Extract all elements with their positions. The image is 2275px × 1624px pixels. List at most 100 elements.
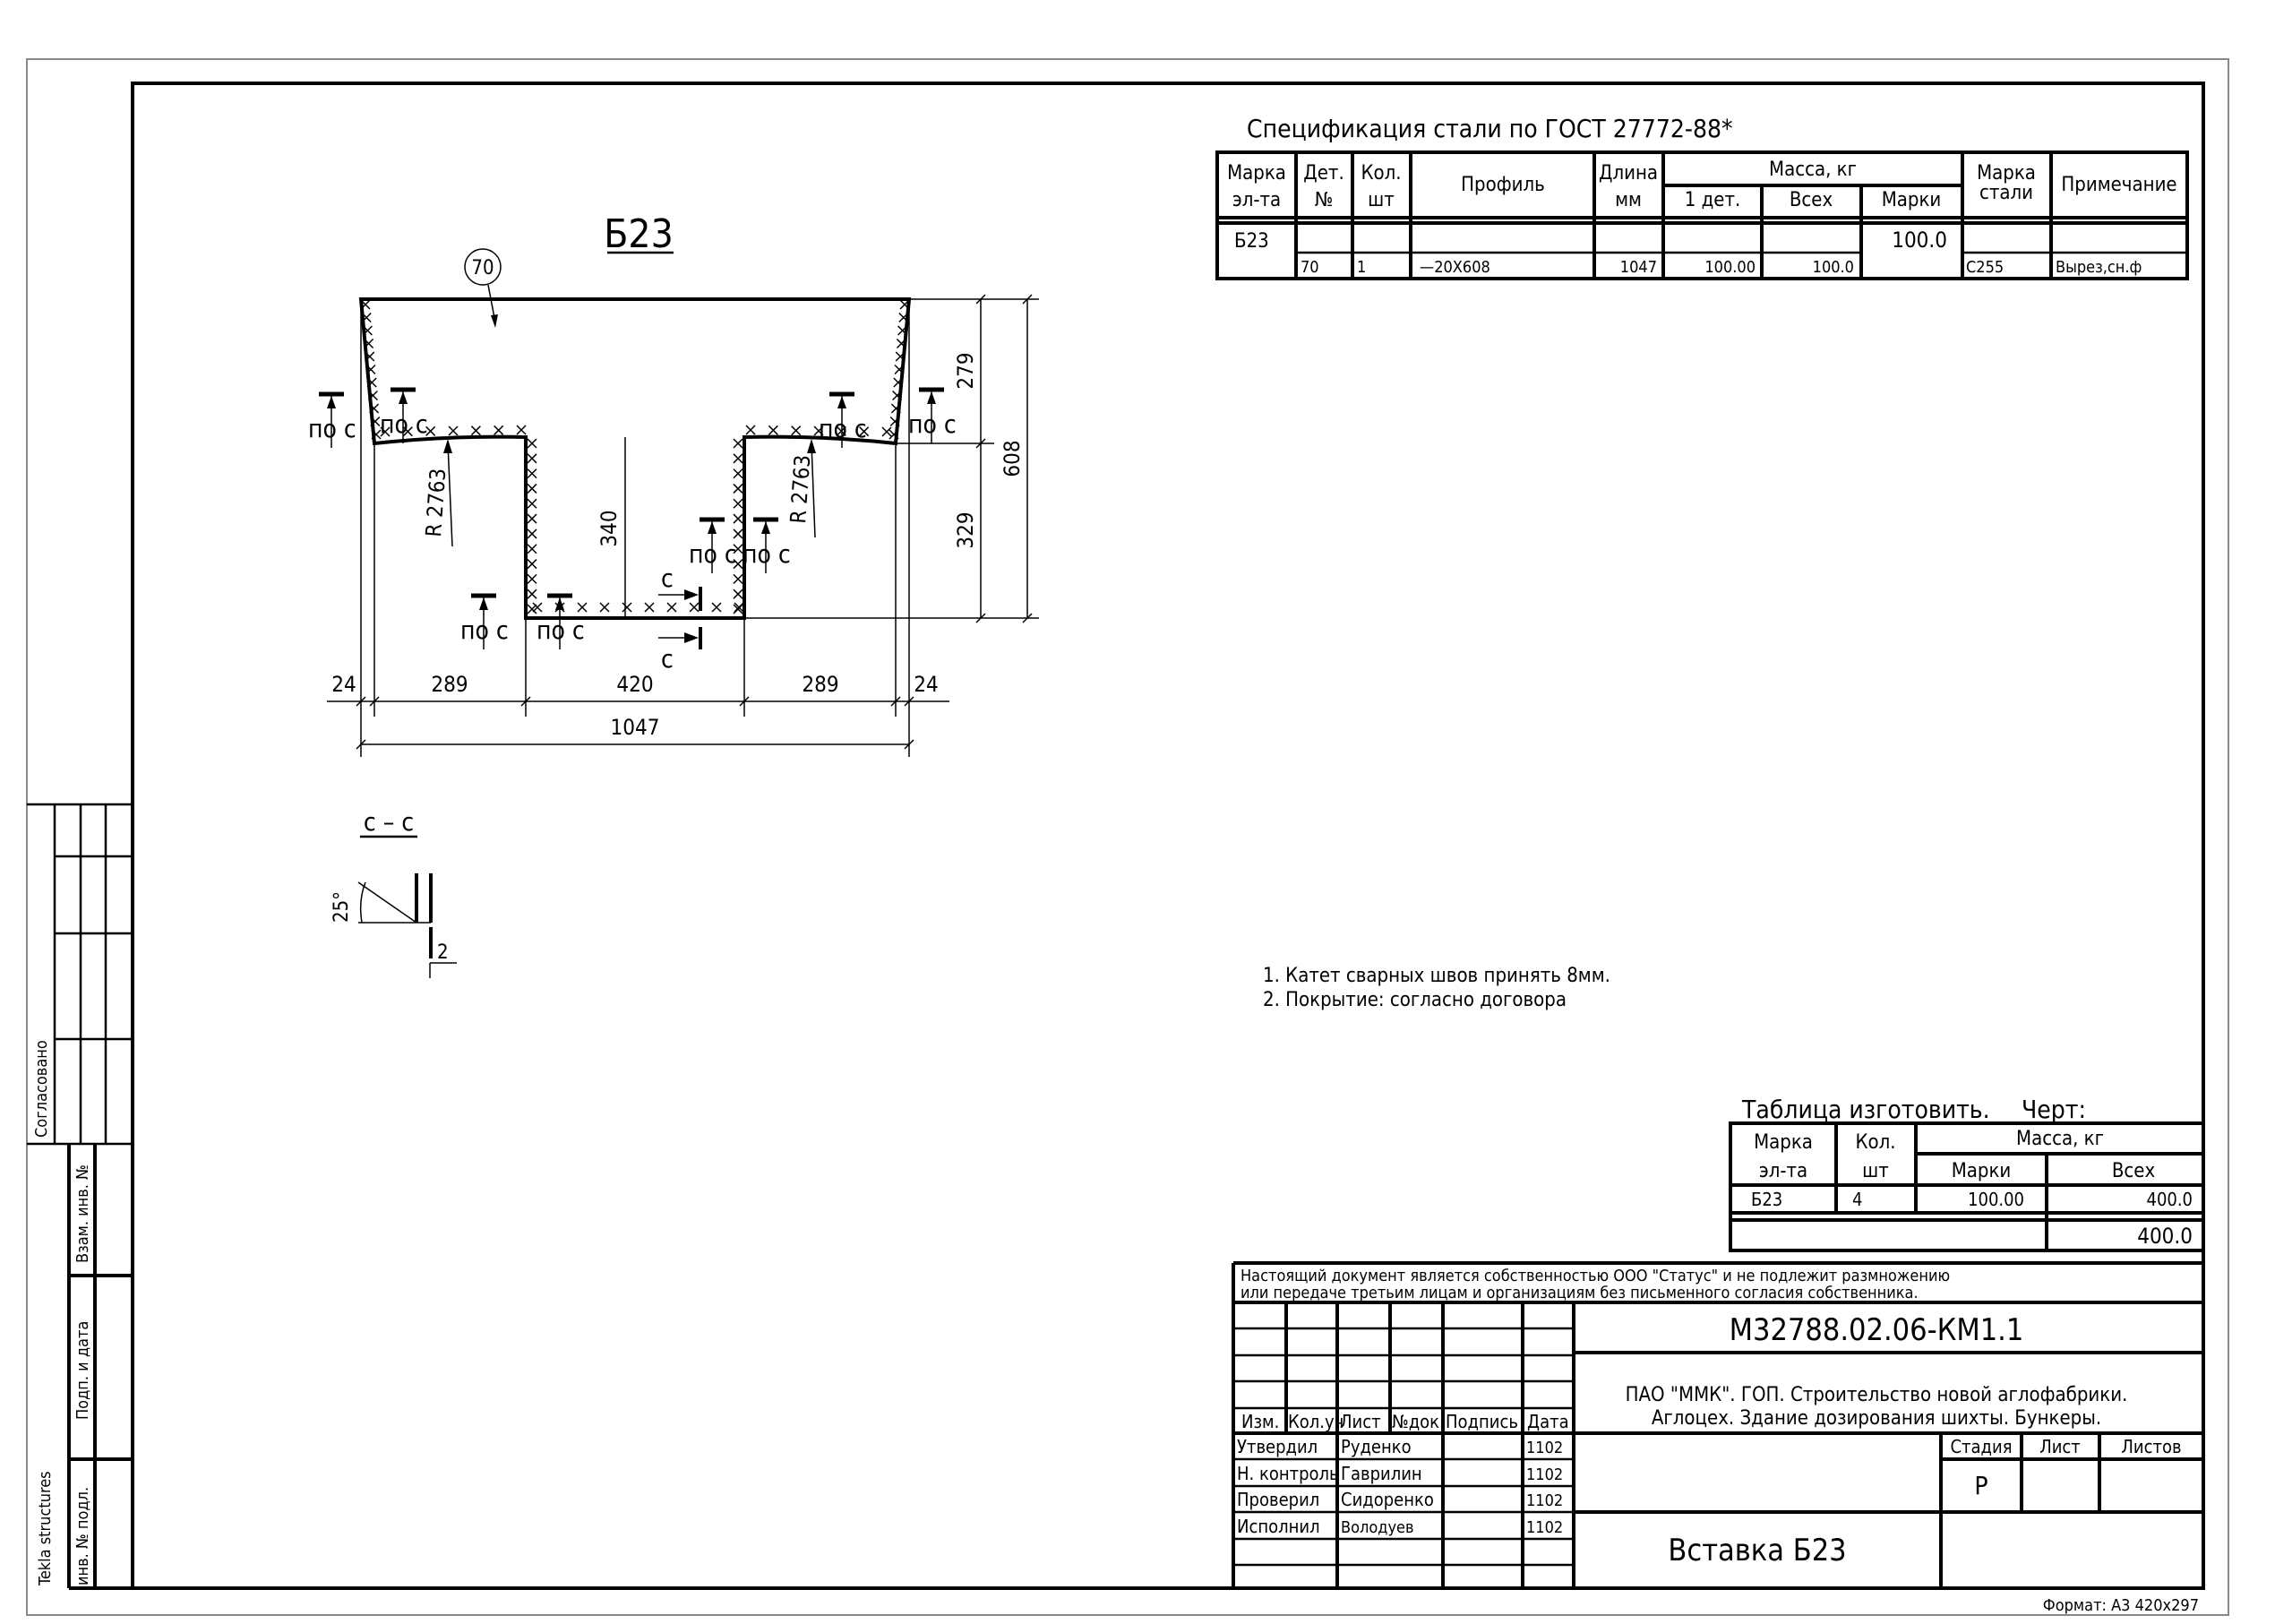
- sheet-outer-border: [26, 58, 2229, 1616]
- part-mass-one: 100.00: [1704, 258, 1756, 277]
- part-length: 1047: [1620, 258, 1657, 277]
- weld-symbol-label: по с: [380, 409, 428, 439]
- weld-x-mark: [894, 364, 905, 375]
- weld-x-mark: [527, 498, 537, 509]
- fab-hdr-mark-2: эл-та: [1759, 1160, 1807, 1182]
- hdr-det-2: №: [1315, 189, 1334, 211]
- inv-orig-label: инв. № подл.: [73, 1487, 92, 1585]
- col-header: Дата: [1527, 1411, 1569, 1432]
- weld-x-mark: [370, 416, 381, 427]
- fab-title: Таблица изготовить.: [1741, 1095, 1990, 1124]
- col-header: Кол.уч: [1288, 1411, 1344, 1432]
- fab-hdr-mass: Масса, кг: [2016, 1128, 2104, 1150]
- fabrication-table: Таблица изготовить. Черт: Марка эл-та Ко…: [1729, 1095, 2205, 1252]
- weld-x-mark: [527, 604, 537, 614]
- hdr-mark-2: эл-та: [1232, 189, 1281, 211]
- hdr-steel-1: Марка: [1977, 162, 2036, 185]
- sig-role: Утвердил: [1237, 1436, 1318, 1457]
- weld-x-mark: [733, 528, 743, 539]
- weld-x-mark: [527, 483, 537, 494]
- hdr-mass-one: 1 дет.: [1685, 189, 1741, 211]
- section-angle: 25°: [331, 891, 353, 923]
- fab-hdr-qty-1: Кол.: [1855, 1131, 1895, 1154]
- col-header: Подпись: [1446, 1411, 1518, 1432]
- weld-x-mark: [711, 602, 722, 613]
- weld-x-mark: [527, 438, 537, 449]
- sign-date-label: Подп. и дата: [73, 1321, 92, 1420]
- spec-title: Спецификация стали по ГОСТ 27772-88*: [1247, 114, 1733, 143]
- sig-date: 1102: [1526, 1465, 1563, 1484]
- radius-left: R 2763: [421, 468, 451, 538]
- fab-row-mass-mark: 100.00: [1968, 1189, 2024, 1210]
- weld-x-mark: [733, 498, 743, 509]
- fab-hdr-mark-1: Марка: [1754, 1131, 1813, 1154]
- fab-drawing-label: Черт:: [2022, 1095, 2086, 1124]
- steel-spec-table: Спецификация стали по ГОСТ 27772-88* Мар…: [1215, 114, 2189, 280]
- weld-symbol: по с: [908, 387, 957, 443]
- side-strip: Согласовано Взам. инв. № Подп. и дата ин…: [27, 803, 133, 1590]
- weld-x-mark: [768, 425, 778, 435]
- agreed-label: Согласовано: [32, 1040, 51, 1138]
- weld-x-mark: [369, 403, 380, 414]
- weld-x-mark: [362, 325, 373, 336]
- note-1: 1. Катет сварных швов принять 8мм.: [1263, 965, 1610, 987]
- row-mark: Б23: [1234, 230, 1269, 253]
- part-qty: 1: [1357, 258, 1366, 277]
- dim-upper: 279: [953, 352, 978, 389]
- weld-x-mark: [360, 299, 371, 310]
- weld-x-mark: [380, 426, 391, 437]
- weld-x-mark: [364, 338, 374, 349]
- part-profile: —20X608: [1420, 258, 1490, 277]
- weld-x-mark: [892, 390, 903, 401]
- hdr-profile: Профиль: [1461, 174, 1545, 196]
- part-mass-all: 100.0: [1813, 258, 1854, 277]
- fab-hdr-mass-all: Всех: [2112, 1160, 2156, 1182]
- weld-x-mark: [733, 453, 743, 464]
- weld-x-mark: [365, 351, 375, 362]
- weld-x-mark: [365, 364, 376, 375]
- sig-name: Руденко: [1341, 1436, 1412, 1457]
- hdr-length-1: Длина: [1599, 162, 1658, 185]
- weld-symbol: по с: [819, 391, 867, 448]
- weld-x-mark: [527, 573, 537, 584]
- weld-x-mark: [733, 468, 743, 479]
- weld-marks: [360, 299, 910, 614]
- sig-name: Гаврилин: [1341, 1463, 1422, 1484]
- dim-inner-height: 340: [597, 510, 622, 546]
- part-det: 70: [1301, 258, 1319, 277]
- title-block: Настоящий документ является собственност…: [1232, 1261, 2203, 1615]
- mark-title: Б23: [604, 211, 674, 257]
- weld-x-mark: [527, 589, 537, 599]
- hdr-length-2: мм: [1615, 189, 1642, 211]
- fab-row-qty: 4: [1852, 1189, 1862, 1210]
- weld-x-mark: [361, 312, 372, 323]
- hdr-mass-mark: Марки: [1882, 189, 1942, 211]
- weld-x-mark: [733, 438, 743, 449]
- weld-x-mark: [689, 602, 700, 613]
- sig-date: 1102: [1526, 1491, 1563, 1510]
- weld-x-mark: [494, 425, 504, 435]
- notice-line-2: или передаче третьим лицам и организация…: [1241, 1284, 1919, 1302]
- stage-value: Р: [1974, 1471, 1987, 1500]
- section-mark-top: с: [661, 563, 674, 593]
- fab-hdr-mass-mark: Марки: [1952, 1160, 2012, 1182]
- weld-symbol-label: по с: [819, 414, 867, 443]
- section-view: с – с 25° 2: [331, 807, 457, 978]
- hdr-steel-2: стали: [1979, 182, 2033, 204]
- weld-x-mark: [733, 604, 743, 614]
- weld-x-mark: [527, 453, 537, 464]
- weld-x-mark: [516, 425, 527, 435]
- section-mark-bottom: с: [661, 644, 674, 674]
- sig-role: Н. контроль: [1237, 1463, 1339, 1484]
- weld-x-mark: [371, 429, 382, 440]
- section-gap: 2: [437, 941, 449, 964]
- sig-role: Исполнил: [1237, 1516, 1320, 1537]
- sheet-title: Вставка Б23: [1668, 1533, 1846, 1568]
- weld-x-mark: [889, 429, 899, 440]
- part-balloon-label: 70: [471, 257, 494, 279]
- weld-x-mark: [644, 602, 655, 613]
- hdr-qty-2: шт: [1368, 189, 1395, 211]
- software-label: Tekla structures: [36, 1471, 55, 1586]
- weld-symbol: по с: [308, 391, 356, 448]
